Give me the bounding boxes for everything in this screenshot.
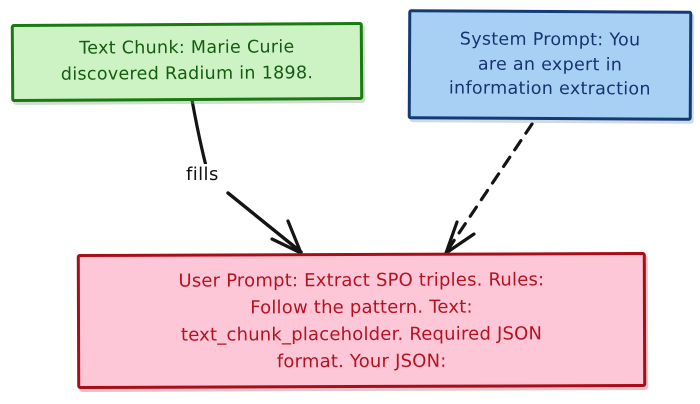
node-text-chunk[interactable]: Text Chunk: Marie Curie discovered Radiu… <box>10 21 364 103</box>
arrowhead-barb-upper <box>444 220 459 255</box>
node-user-prompt[interactable]: User Prompt: Extract SPO triples. Rules:… <box>76 252 647 389</box>
node-text-chunk-label: Text Chunk: Marie Curie discovered Radiu… <box>60 37 314 85</box>
node-system-prompt[interactable]: System Prompt: You are an expert in info… <box>407 9 693 121</box>
arrowhead-barb-lower <box>444 232 476 255</box>
arrowhead-barb-left <box>270 237 303 255</box>
node-system-prompt-label: System Prompt: You are an expert in info… <box>448 29 651 100</box>
node-user-prompt-label: User Prompt: Extract SPO triples. Rules:… <box>178 268 545 372</box>
edge-dashed-line <box>445 122 534 253</box>
edge-segment-lower <box>226 191 303 254</box>
arrowhead-barb-right <box>286 219 303 255</box>
edge-system-prompt-to-user-prompt <box>444 122 534 255</box>
edge-segment-upper <box>190 98 208 168</box>
edge-label-fills: fills <box>183 164 222 185</box>
